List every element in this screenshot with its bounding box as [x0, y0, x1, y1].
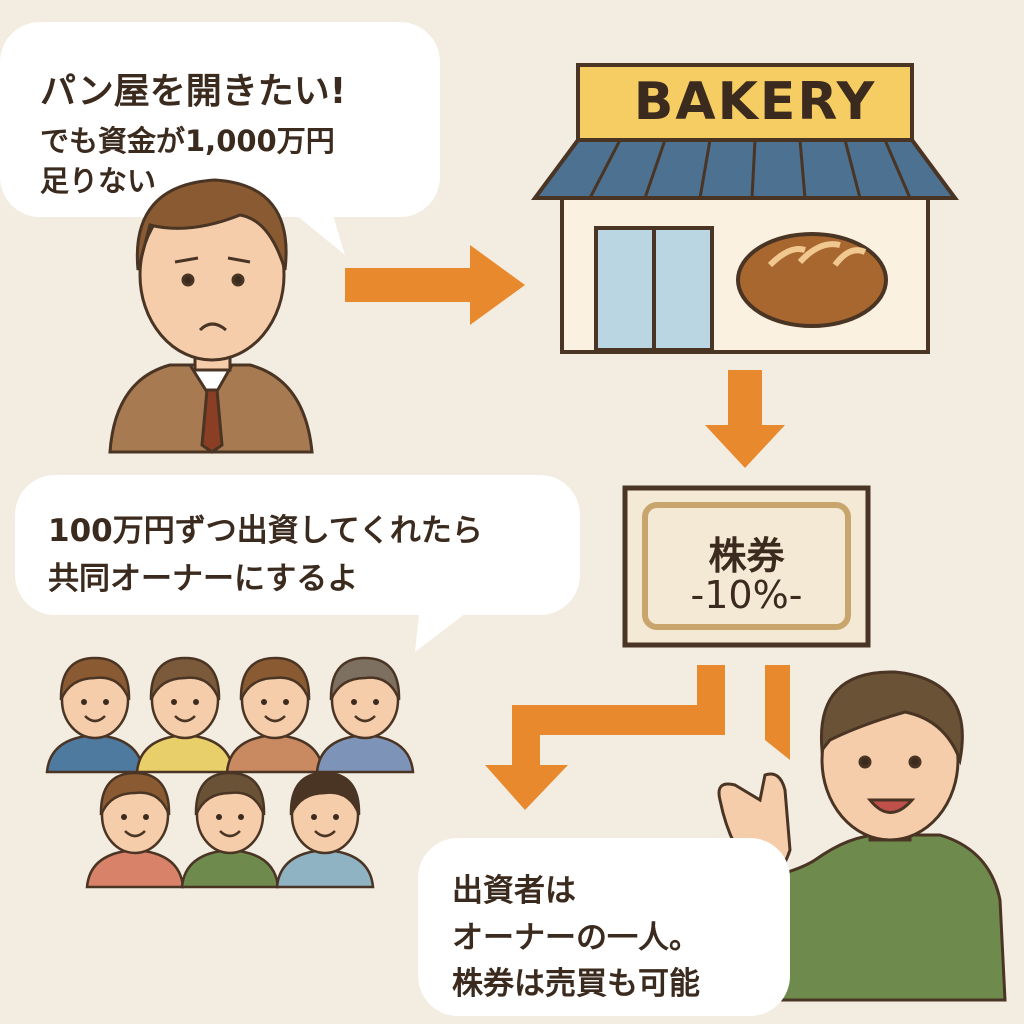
certificate-title: 株券	[708, 534, 785, 578]
certificate-share: -10%-	[690, 573, 803, 617]
worried-founder-figure	[108, 178, 314, 454]
speech-bubble-founder	[0, 22, 440, 255]
offer-line-1: 100万円ずつ出資してくれたら	[48, 513, 483, 549]
bakery-sign: BAKERY	[633, 72, 877, 132]
crowd-person	[315, 656, 415, 774]
investor-figure	[717, 670, 1007, 1002]
split-arrows	[485, 665, 790, 810]
investor-crowd	[45, 656, 415, 889]
investor-line-1: 出資者は	[452, 873, 576, 909]
founder-line-2: でも資金が1,000万円	[40, 124, 335, 158]
offer-line-2: 共同オーナーにするよ	[48, 561, 359, 597]
bakery-shop	[531, 63, 959, 354]
crowd-person	[275, 771, 375, 889]
crowd-person	[45, 656, 145, 774]
arrow-down	[705, 370, 785, 468]
speech-bubble-investor	[418, 838, 790, 1016]
arrow-right	[345, 245, 525, 325]
founder-line-3: 足りない	[40, 164, 157, 198]
speech-bubble-offer	[15, 475, 580, 652]
crowd-person	[135, 656, 235, 774]
crowd-person	[180, 771, 280, 889]
investor-line-3: 株券は売買も可能	[452, 966, 700, 1002]
stock-certificate	[622, 485, 871, 648]
crowd-person	[85, 771, 185, 889]
crowd-person	[225, 656, 325, 774]
investor-line-2: オーナーの一人。	[452, 920, 700, 956]
founder-line-1: パン屋を開きたい!	[40, 71, 347, 112]
